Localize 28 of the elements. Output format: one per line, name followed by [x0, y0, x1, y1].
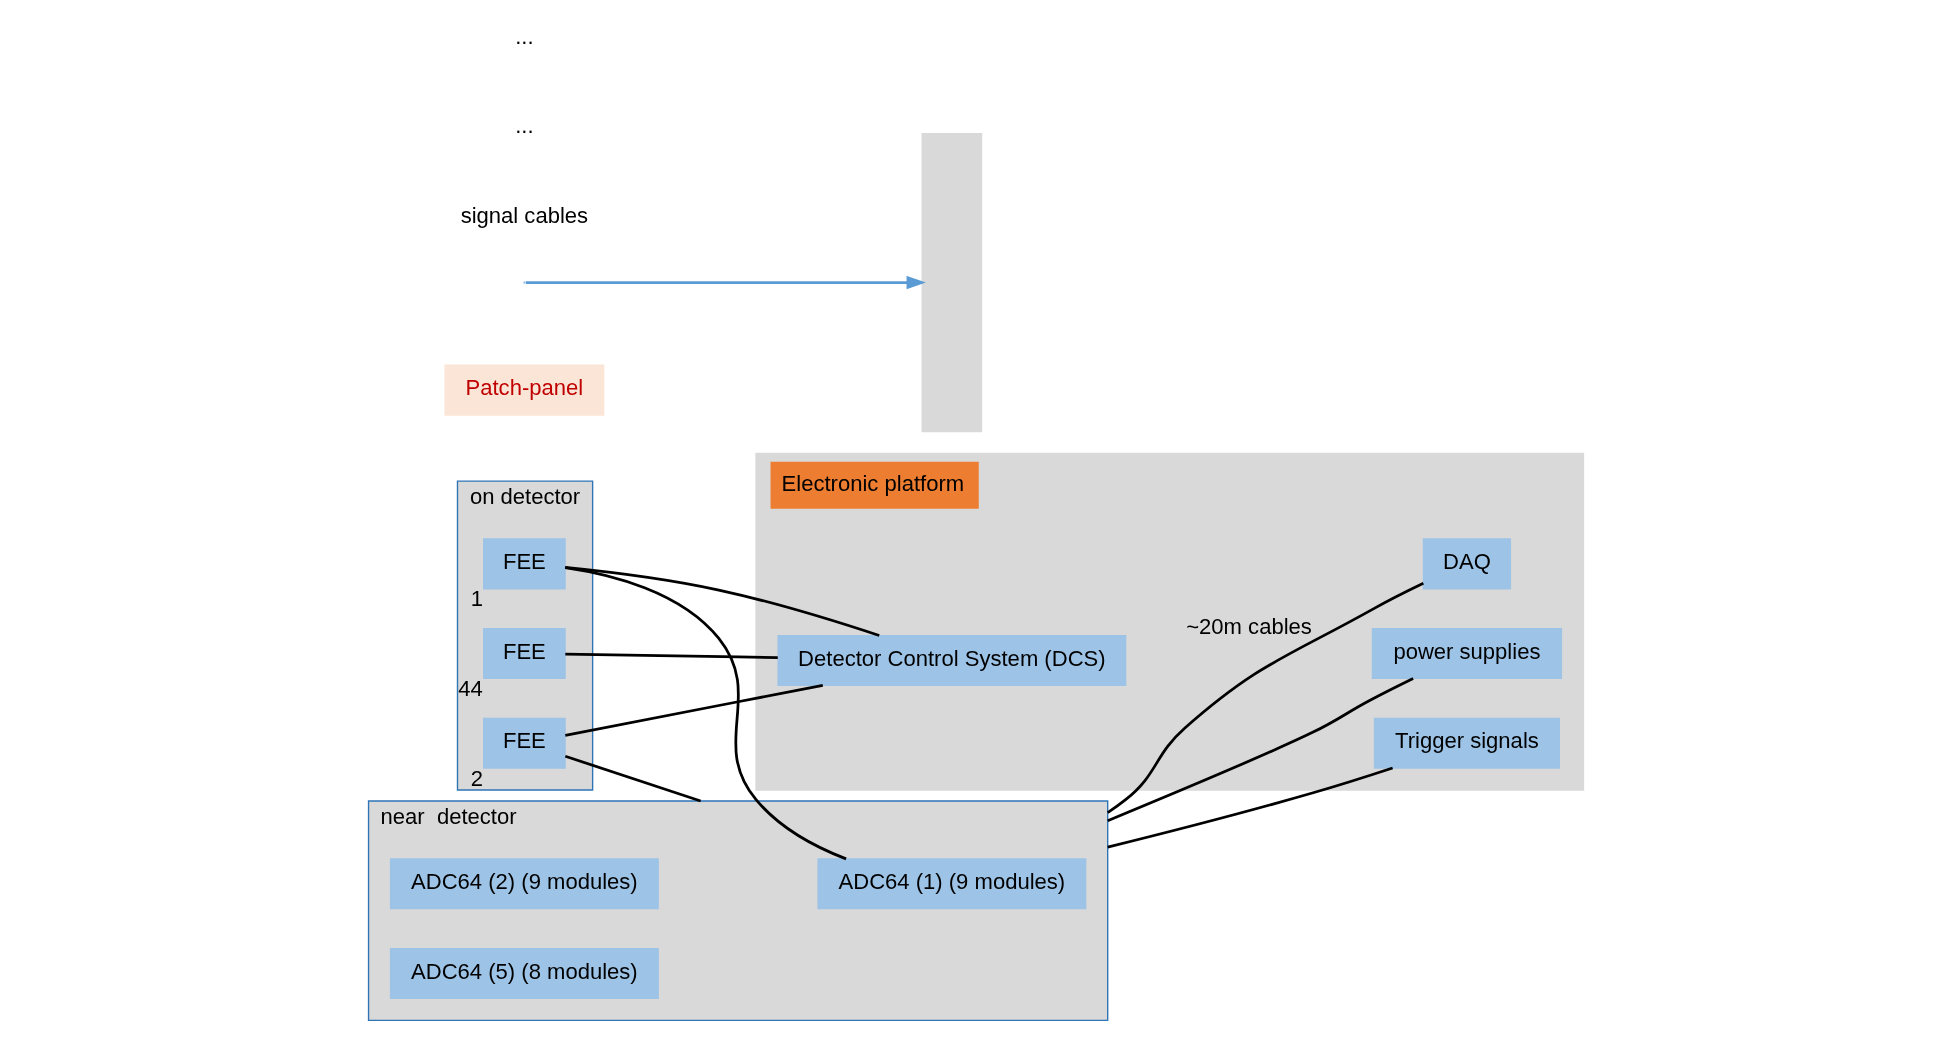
- connector: [564, 566, 847, 861]
- label: signal cables: [460, 202, 589, 228]
- connector: [565, 683, 824, 737]
- node-label: 2: [470, 765, 483, 791]
- connector: [564, 754, 702, 803]
- connector: [565, 652, 778, 659]
- label: ...: [515, 113, 534, 139]
- node-box: Detector Control System (DCS): [777, 634, 1127, 686]
- node-box: FEE: [483, 717, 566, 769]
- node-label: 44: [458, 675, 483, 701]
- node-bar: [921, 132, 983, 433]
- node-box: FEE: [483, 628, 566, 680]
- node-box: DAQ: [1422, 538, 1512, 590]
- connector: [1106, 582, 1424, 814]
- node-box: Trigger signals: [1373, 717, 1560, 769]
- node-box: ADC64 (5) (8 modules): [389, 947, 659, 999]
- node-box: power supplies: [1371, 628, 1563, 680]
- connector: [565, 566, 880, 637]
- node-label: 1: [470, 586, 483, 612]
- node-box: FEE: [483, 538, 566, 590]
- label: ...: [515, 23, 534, 49]
- edge-label: ~20m cables: [1186, 613, 1312, 639]
- connector: [1107, 766, 1394, 849]
- node-box: ADC64 (2) (9 modules): [389, 858, 659, 910]
- arrow: [525, 275, 926, 290]
- node-box: ADC64 (1) (9 modules): [817, 858, 1087, 910]
- node-box: Patch-panel: [444, 364, 605, 416]
- connector: [1107, 677, 1414, 822]
